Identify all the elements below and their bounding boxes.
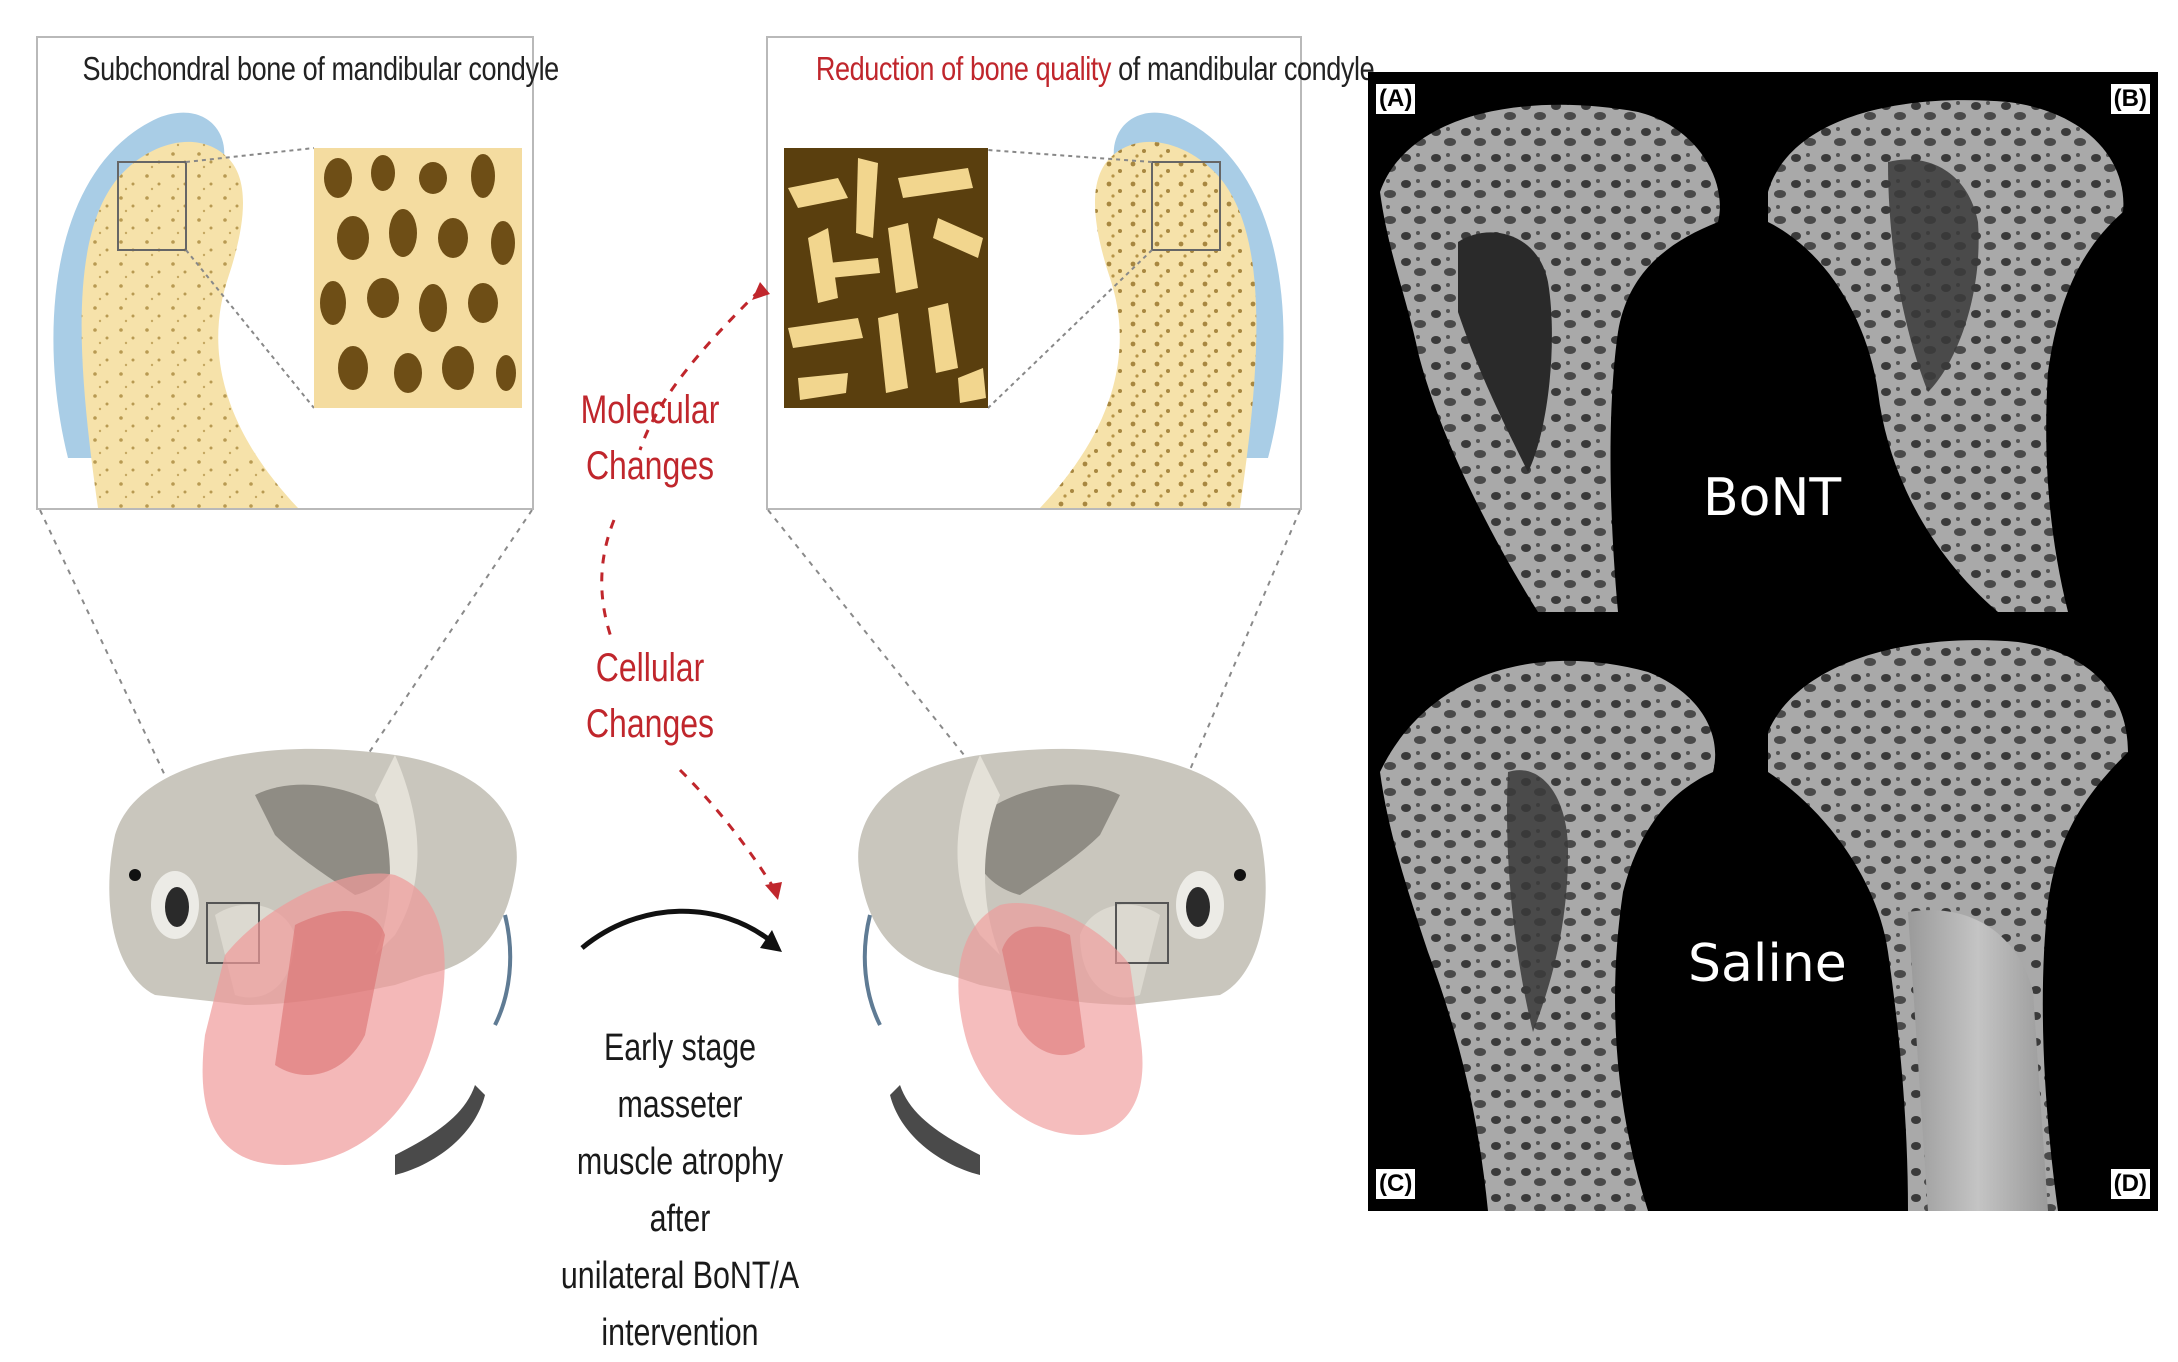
molecular-line1: Molecular [578,382,722,438]
micro-ct-images [1368,72,2158,1211]
caption-line2: muscle atrophy after [552,1134,808,1248]
cellular-changes-label: Cellular Changes [578,640,722,752]
skull-left-illustration [95,735,555,1205]
panel-label-a: (A) [1376,84,1415,114]
caption-line3: unilateral BoNT/A [552,1248,808,1305]
micro-ct-panel: (A) (B) (C) (D) BoNT Saline [1368,72,2158,1211]
caption-line1: Early stage masseter [552,1020,808,1134]
group-label-saline: Saline [1688,934,1847,994]
molecular-changes-label: Molecular Changes [578,382,722,494]
figure: Subchondral bone of mandibular condyle [0,0,2178,1211]
panel-label-d: (D) [2111,1169,2150,1199]
molecular-line2: Changes [578,438,722,494]
intervention-caption: Early stage masseter muscle atrophy afte… [552,1020,808,1362]
panel-label-c: (C) [1376,1169,1415,1199]
cellular-line1: Cellular [578,640,722,696]
caption-line4: intervention [552,1305,808,1362]
group-label-bont: BoNT [1703,468,1841,528]
cellular-line2: Changes [578,696,722,752]
panel-label-b: (B) [2111,84,2150,114]
skull-right-illustration [820,735,1280,1205]
